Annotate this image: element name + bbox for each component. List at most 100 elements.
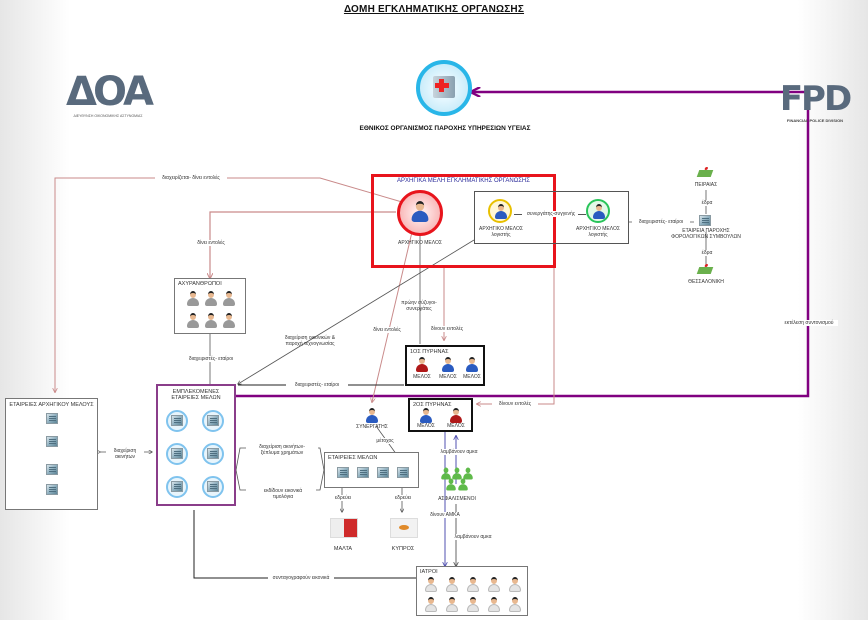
tax-firm-line2: ΦΟΡΟΛΟΓΙΚΩΝ ΣΥΜΒΟΥΛΩΝ [671,234,741,240]
member-icon [450,408,462,423]
accountant-1-label: ΑΡΧΗΓΙΚΟ ΜΕΛΟΣ λογιστής [476,226,526,238]
accountant-1-role: ΑΡΧΗΓΙΚΟ ΜΕΛΟΣ [479,226,523,232]
map-pin-icon [696,167,714,177]
edge-label-laundering: διαχείριση ακινήτων- ξέπλυμα χρημάτων [246,444,318,456]
doctor-icon [467,577,479,592]
strawman-icon [187,291,199,306]
involved-title: ΕΜΠΛΕΚΟΜΕΝΕΣ ΕΤΑΙΡΕΙΕΣ ΜΕΛΩΝ [158,386,234,401]
company-icon [46,464,58,475]
edge-label-they-give-orders-2: δίνουν εντολές [492,401,538,407]
doctor-icon [425,597,437,612]
edge-label-receive-amka-2: λαμβάνουν αμκα [450,534,496,540]
edge-label-they-give-orders: δίνουν εντολές [424,326,470,332]
edge-label-give-amka: δίνουν ΑΜΚΑ [424,512,466,518]
accountant-node-1[interactable] [488,199,512,223]
malta-flag-icon [330,518,358,538]
accountant-person-icon [495,204,507,219]
edge-label-receive-amka: λαμβάνουν αμκα [436,449,482,455]
doctors-title: ΙΑΤΡΟΙ [420,569,438,575]
strawman-icon [223,291,235,306]
edge-label-manages: διαχειρίζεται- δίνει εντολές [155,175,227,181]
member-label: ΜΕΛΟΣ [439,374,457,380]
strawmen-box: ΑΧΥΡΑΝΘΡΩΠΟΙ [174,278,246,334]
accountant-link-line [514,214,522,215]
edge-label-execution: εκτέλεση συντονισμού [780,320,838,326]
accountant-node-2[interactable] [586,199,610,223]
member-label: ΜΕΛΟΣ [463,374,481,380]
doctor-icon [446,577,458,592]
accountant-2-title: λογιστής [588,232,608,238]
core-1-title: 1ΟΣ ΠΥΡΗΝΑΣ [410,349,449,355]
edge-label-prescriptions: συνταγογραφούν εικονικά [268,575,334,581]
member-companies-box: ΕΤΑΙΡΕΙΕΣ ΜΕΛΩΝ [324,452,419,488]
member-icon [442,357,454,372]
edge-label-asset-mgmt: διαχείριση ακινήτων [106,448,144,460]
doa-logo-mark: ΔΟΑ [66,69,154,115]
company-icon [397,467,409,478]
tax-firm-building-icon [699,215,711,226]
health-org-label: ΕΘΝΙΚΟΣ ΟΡΓΑΝΙΣΜΟΣ ΠΑΡΟΧΗΣ ΥΠΗΡΕΣΙΩΝ ΥΓΕ… [359,125,531,132]
edge-label-former-spouse: πρώην σύζυγοι- συνεργάτες [401,300,437,312]
doctor-icon [425,577,437,592]
asset-mgmt-line2: ακινήτων [114,454,136,460]
involved-company-node[interactable] [202,443,224,465]
asset-mgmt-line1: διαχείριση [113,448,137,454]
involved-title-line2: ΕΤΑΙΡΕΙΕΣ ΜΕΛΩΝ [171,395,221,401]
partner-relative-label: συνεργάτης-συγγενής [522,211,580,217]
health-org-node [416,60,472,116]
strawman-icon [187,313,199,328]
accountants-box [474,191,629,244]
insured-label: ΑΣΦΑΛΙΣΜΕΝΟΙ [438,496,476,502]
accountant-person-icon [593,204,605,219]
accountant-1-title: λογιστής [491,232,511,238]
edge-label-partners-1: διαχειριστές- εταίροι [180,356,242,362]
doctor-icon [509,577,521,592]
involved-companies-box: ΕΜΠΛΕΚΟΜΕΝΕΣ ΕΤΑΙΡΕΙΕΣ ΜΕΛΩΝ [156,384,236,506]
doctor-icon [509,597,521,612]
hospital-icon [433,76,455,98]
edge-label-gives-orders: δίνει εντολές [190,240,232,246]
doctor-icon [488,577,500,592]
member-label: ΜΕΛΟΣ [447,423,465,429]
leader-label: ΑΡΧΗΓΙΚΟ ΜΕΛΟΣ [398,240,442,246]
edge-label-gives-orders-2: δίνει εντολές [366,327,408,333]
seat-label-top: έδρα [696,200,718,206]
strawman-icon [223,313,235,328]
strawman-icon [205,291,217,306]
company-icon [46,413,58,424]
cyprus-flag-icon [390,518,418,538]
piraeus-label: ΠΕΙΡΑΙΑΣ [694,182,718,188]
leader-node[interactable] [397,190,443,236]
core-1-box: 1ΟΣ ΠΥΡΗΝΑΣ ΜΕΛΟΣ ΜΕΛΟΣ ΜΕΛΟΣ [405,345,485,386]
member-label: ΜΕΛΟΣ [413,374,431,380]
fpd-logo-caption: FINANCIAL POLICE DIVISION [786,118,844,123]
company-icon [46,436,58,447]
edge-label-fake-invoices: εκδίδουν εικονικά τιμολόγια [252,488,314,500]
involved-company-node[interactable] [202,476,224,498]
leader-companies-title: ΕΤΑΙΡΕΙΕΣ ΑΡΧΗΓΙΚΟΥ ΜΕΛΟΥΣ [9,402,94,408]
core-2-box: 2ΟΣ ΠΥΡΗΝΑΣ ΜΕΛΟΣ ΜΕΛΟΣ [408,398,473,432]
doctors-box: ΙΑΤΡΟΙ [416,566,528,616]
involved-company-node[interactable] [166,410,188,432]
involved-company-node[interactable] [166,443,188,465]
company-icon [357,467,369,478]
core-2-title: 2ΟΣ ΠΥΡΗΝΑΣ [413,402,452,408]
fpd-logo-mark: FPD [779,79,852,119]
strawmen-title: ΑΧΥΡΑΝΘΡΩΠΟΙ [178,281,222,287]
insured-group-icon [440,466,474,492]
doa-logo-caption: ΔΙΕΥΘΥΝΣΗ ΟΙΚΟΝΟΜΙΚΗΣ ΑΣΤΥΝΟΜΙΑΣ [73,114,143,118]
leader-person-icon [411,201,429,222]
company-icon [337,467,349,478]
map-pin-icon [696,264,714,274]
edge-label-partners-2: διαχειριστές- εταίροι [286,382,348,388]
doctors-grid [417,567,529,617]
diagram-title: ΔΟΜΗ ΕΓΚΛΗΜΑΤΙΚΗΣ ΟΡΓΑΝΩΣΗΣ [343,4,525,15]
leader-companies-box: ΕΤΑΙΡΕΙΕΣ ΑΡΧΗΓΙΚΟΥ ΜΕΛΟΥΣ [5,398,98,510]
edge-label-finance: διαχείριση οικονικών & παροχή τεχνογνωσί… [284,335,336,347]
involved-company-node[interactable] [202,410,224,432]
tax-firm-label: ΕΤΑΙΡΕΙΑ ΠΑΡΟΧΗΣ ΦΟΡΟΛΟΓΙΚΩΝ ΣΥΜΒΟΥΛΩΝ [670,228,742,240]
involved-company-node[interactable] [166,476,188,498]
tax-firm-line1: ΕΤΑΙΡΕΙΑ ΠΑΡΟΧΗΣ [682,228,730,234]
fake-invoices-line1: εκδίδουν εικονικά [263,488,303,494]
leaders-box-title: ΑΡΧΗΓΙΚΑ ΜΕΛΗ ΕΓΚΛΗΜΑΤΙΚΗΣ ΟΡΓΑΝΩΣΗΣ [397,178,530,184]
